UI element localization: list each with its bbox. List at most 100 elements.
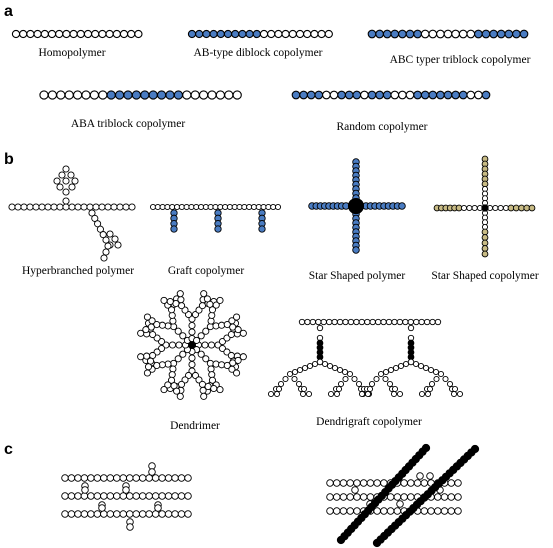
homopolymer-monomer (55, 29, 64, 39)
hyperbranched-monomer (8, 203, 16, 211)
crosslink-monomer (98, 504, 106, 512)
panel-label-a: a (4, 3, 13, 20)
network-chain-monomer (158, 492, 166, 500)
hyperbranched-monomer (67, 171, 75, 179)
network-chain-monomer (74, 510, 82, 518)
hyperbranched-monomer (58, 171, 66, 179)
network-chain-monomer (93, 510, 102, 518)
hyperbranched-monomer (98, 203, 106, 211)
network-chain-monomer (184, 510, 192, 518)
random-copolymer-monomer (382, 90, 392, 100)
dendrigraft-monomer (412, 360, 420, 368)
dendrimer-monomer (176, 392, 184, 400)
crosslink-monomer (148, 468, 156, 476)
ab-diblock-monomer (195, 29, 204, 39)
ab-diblock-monomer (223, 29, 233, 39)
dendrigraft-monomer (267, 390, 275, 398)
dendrigraft-backbone-monomer (298, 318, 306, 326)
ipn-chain-monomer (346, 507, 354, 515)
dendrigraft-monomer (433, 375, 440, 383)
ab-diblock-monomer (252, 29, 261, 39)
dendrimer-monomer (179, 350, 187, 358)
network-chain-monomer (113, 510, 121, 518)
hyperbranched-monomer (62, 165, 70, 173)
random-copolymer-monomer (306, 90, 316, 100)
hyperbranched-monomer (20, 203, 28, 211)
dendrigraft-monomer (373, 375, 380, 383)
dendrigraft-backbone-monomer (315, 318, 322, 326)
dendrimer-monomer (210, 384, 218, 393)
dendrigraft-backbone-monomer (385, 318, 393, 326)
dendrigraft-backbone-monomer (347, 318, 355, 326)
dendrigraft-monomer (428, 380, 436, 388)
homopolymer-monomer (134, 29, 143, 39)
ab-diblock-monomer (209, 29, 218, 39)
homopolymer-monomer (119, 29, 129, 39)
random-copolymer-monomer (360, 90, 369, 100)
ipn-crosslink-monomer (416, 472, 424, 480)
random-copolymer-monomer (451, 90, 460, 100)
network-chain-monomer (177, 474, 186, 482)
dendrigraft-monomer (305, 390, 313, 398)
homopolymer-monomer (11, 29, 21, 39)
ipn-chain-monomer (447, 493, 456, 501)
dendrigraft-monomer (316, 324, 324, 332)
ipn-chain-monomer (447, 507, 456, 515)
dendrimer-monomer (199, 386, 207, 394)
dendrigraft-backbone-monomer (309, 318, 317, 326)
star-arm-monomer (352, 246, 360, 254)
random-copolymer-monomer (344, 90, 354, 100)
hyperbranched-monomer (111, 235, 119, 243)
dendrigraft-monomer (366, 385, 374, 393)
caption-homopolymer: Homopolymer (38, 47, 105, 59)
ipn-chain-monomer (353, 493, 361, 501)
dendrigraft-backbone-monomer (353, 318, 360, 326)
aba-triblock-monomer (56, 90, 66, 100)
dendrigraft-monomer (386, 380, 394, 388)
star-copolymer-monomer (481, 245, 489, 252)
hyperbranched-monomer (62, 203, 70, 211)
random-copolymer-monomer (436, 90, 445, 100)
ipn-chain-monomer (420, 479, 429, 487)
aba-triblock-monomer (198, 90, 209, 100)
random-copolymer-monomer (420, 90, 430, 100)
hyperbranched-monomer (71, 177, 79, 185)
hyperbranched-monomer (94, 220, 102, 228)
homopolymer-monomer (112, 29, 121, 39)
network-chain-monomer (145, 510, 153, 518)
ipn-chain-monomer (400, 493, 408, 501)
ipn-chain-monomer (447, 479, 456, 487)
ipn-chain-monomer (386, 507, 395, 515)
homopolymer-monomer (26, 29, 35, 39)
dendrimer-monomer (216, 296, 224, 304)
dendrimer-monomer (148, 317, 156, 325)
ipn-chain-monomer (454, 479, 462, 487)
dendrigraft-monomer (331, 364, 339, 372)
network-chain-monomer (145, 492, 153, 500)
ipn-chain-monomer (440, 493, 449, 501)
dendrigraft-monomer (346, 370, 354, 378)
ipn-chain-monomer (339, 507, 348, 515)
dendrimer-monomer (143, 313, 151, 321)
network-chain-monomer (67, 510, 76, 518)
homopolymer-monomer (62, 29, 71, 39)
dendrigraft-monomer (275, 385, 283, 393)
network-chain-monomer (132, 510, 140, 518)
abc-triblock-monomer (519, 29, 529, 39)
ipn-chain-monomer (359, 479, 368, 487)
abc-triblock-monomer (375, 29, 384, 39)
aba-triblock-monomer (156, 90, 167, 100)
ipn-chain-monomer (339, 493, 348, 501)
star-copolymer-monomer (471, 204, 478, 212)
random-copolymer-monomer (474, 90, 483, 100)
aba-triblock-monomer (148, 90, 158, 100)
hyperbranched-monomer (62, 177, 70, 185)
random-copolymer-monomer (390, 90, 400, 100)
dendrigraft-monomer (377, 370, 385, 378)
dendrigraft-monomer (402, 360, 410, 368)
aba-triblock-monomer (72, 90, 83, 100)
dendrigraft-monomer (390, 390, 398, 398)
star-copolymer-monomer (481, 239, 489, 247)
hyperbranched-monomer (56, 203, 64, 211)
abc-triblock-monomer (398, 29, 407, 39)
